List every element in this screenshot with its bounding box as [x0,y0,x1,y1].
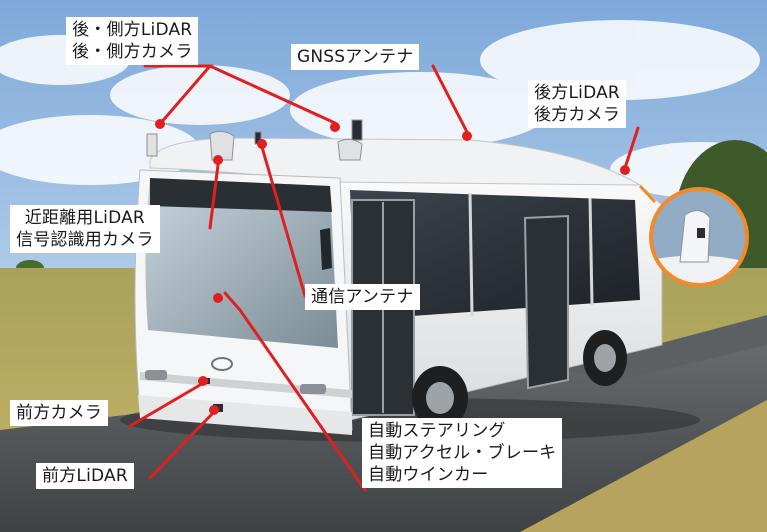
label-line: 近距離用LiDAR [24,208,145,228]
label-line: 自動ウインカー [368,465,489,485]
foreground-grass [520,400,767,532]
label-line: 自動アクセル・ブレーキ [368,443,557,463]
label-line: 後・側方カメラ [72,42,193,62]
callout-lines [128,64,640,492]
label-line: 後・側方LiDAR [72,20,193,40]
label-front-camera: 前方カメラ [10,400,108,426]
label-line: 後方カメラ [534,105,620,125]
label-near-lidar-signal-camera: 近距離用LiDAR 信号認識用カメラ [10,205,160,253]
bus [134,119,663,435]
label-gnss-antenna: GNSSアンテナ [291,44,420,70]
roof-sensors [146,119,363,161]
label-line: GNSSアンテナ [297,47,414,67]
windshield [145,178,338,348]
label-front-lidar: 前方LiDAR [36,463,134,489]
label-line: 後方LiDAR [534,83,620,103]
wheels [412,330,627,430]
label-line: 前方カメラ [16,403,102,423]
label-comm-antenna: 通信アンテナ [305,284,420,310]
label-rear-side-lidar-camera: 後・側方LiDAR 後・側方カメラ [66,17,199,65]
label-line: 信号認識用カメラ [16,230,154,250]
label-automatic-controls: 自動ステアリング 自動アクセル・ブレーキ 自動ウインカー [362,418,563,488]
label-line: 前方LiDAR [42,466,128,486]
label-rear-lidar-camera: 後方LiDAR 後方カメラ [528,80,626,128]
label-line: 通信アンテナ [311,287,414,307]
logo-emblem [211,357,233,371]
callout-dots [155,119,630,415]
label-line: 自動ステアリング [368,421,506,441]
